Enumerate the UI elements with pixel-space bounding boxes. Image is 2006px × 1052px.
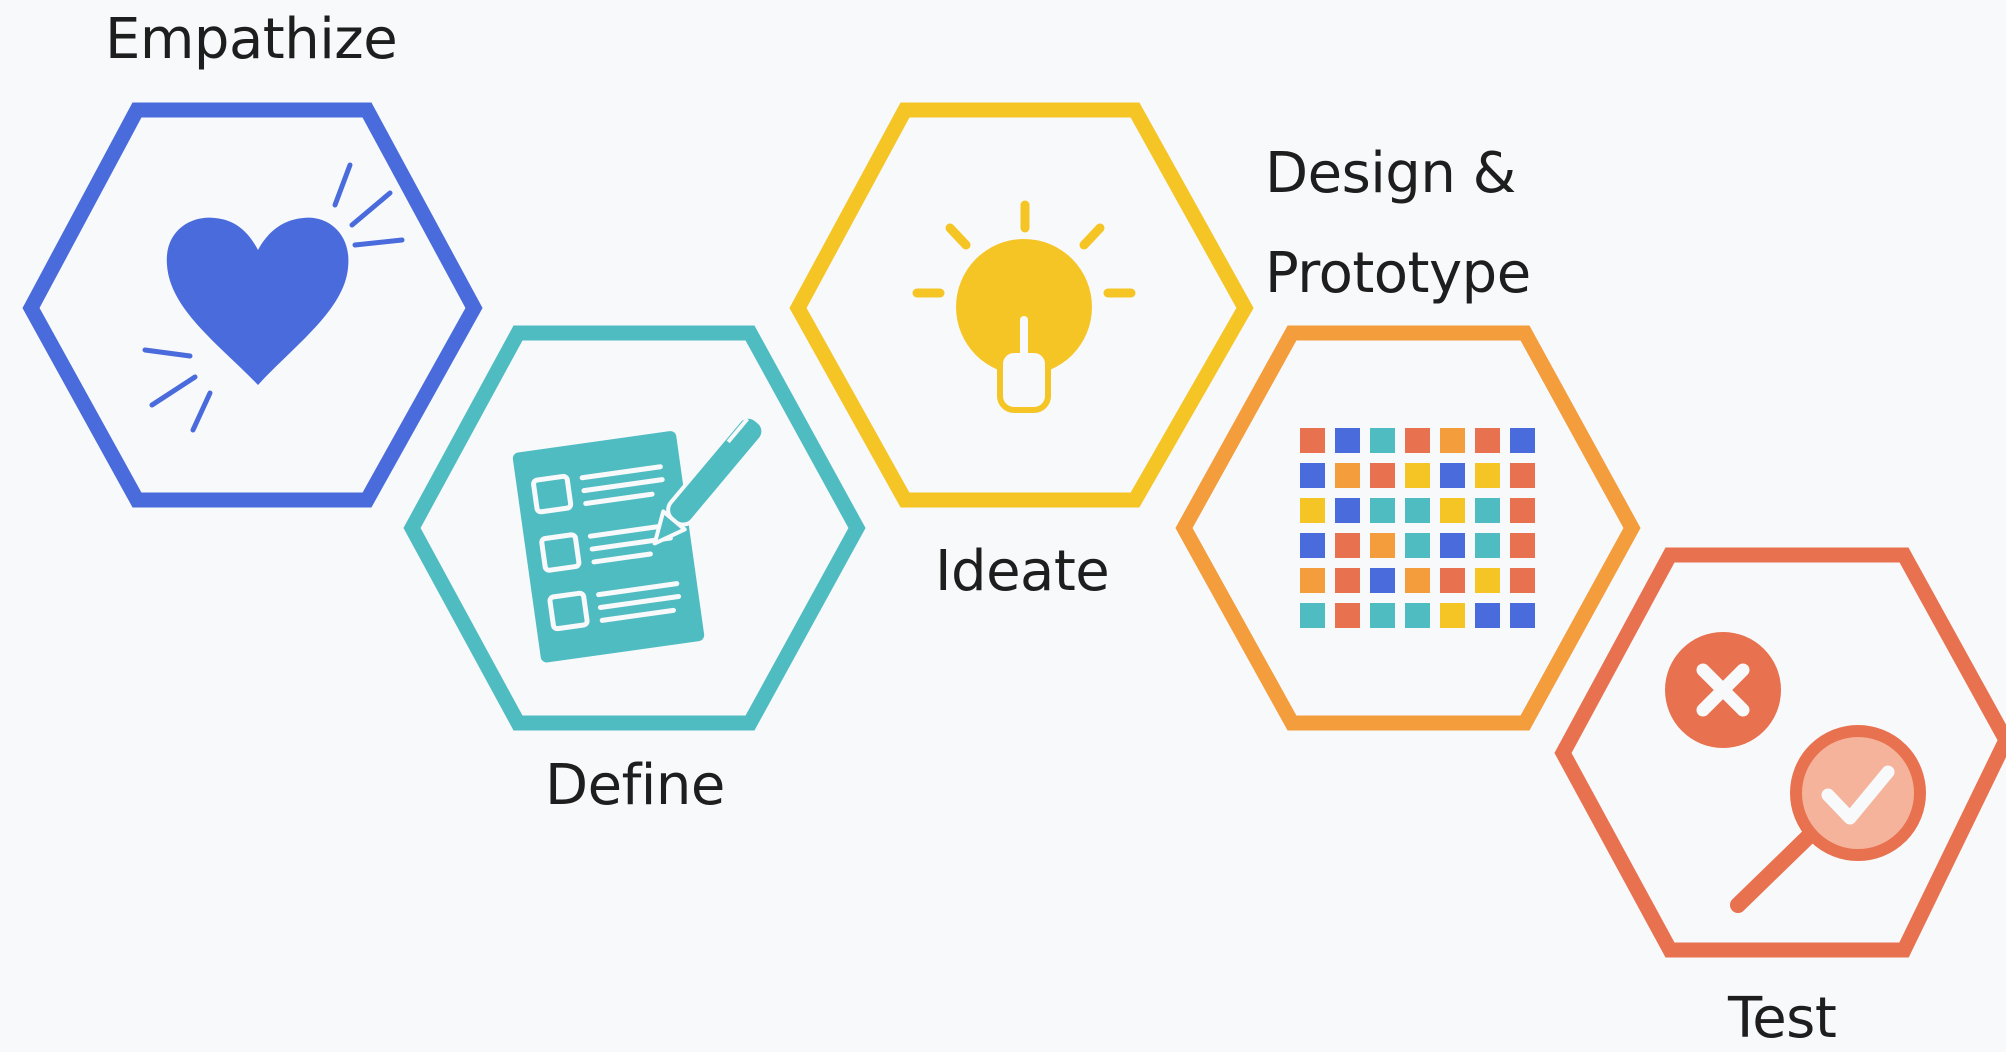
define-label: Define <box>545 753 725 818</box>
color-grid-cell <box>1510 498 1535 523</box>
design-prototype-hexagon <box>1175 325 1641 731</box>
color-grid-cell <box>1335 533 1360 558</box>
color-grid-cell <box>1440 568 1465 593</box>
error-and-verify-magnifier-icon <box>1665 632 1926 913</box>
color-grid-cell <box>1300 533 1325 558</box>
color-grid-cell <box>1335 428 1360 453</box>
color-grid-cell <box>1405 533 1430 558</box>
color-grid-cell <box>1405 498 1430 523</box>
color-grid-cell <box>1510 533 1535 558</box>
design-prototype-label: Design & Prototype <box>1265 124 1531 324</box>
color-grid-cell <box>1405 568 1430 593</box>
error-circle-icon <box>1665 632 1781 748</box>
design-prototype-label-line-1: Design & <box>1265 141 1516 206</box>
test-label: Test <box>1728 986 1837 1051</box>
heart-icon <box>142 162 405 433</box>
empathize-hexagon <box>22 102 483 508</box>
color-grid-cell <box>1405 428 1430 453</box>
color-grid-cell <box>1475 568 1500 593</box>
empathize-label: Empathize <box>105 7 398 72</box>
color-grid-cell <box>1370 603 1395 628</box>
color-grid-cell <box>1510 428 1535 453</box>
ideate-label: Ideate <box>935 539 1110 604</box>
color-grid-cell <box>1475 603 1500 628</box>
color-grid-cell <box>1300 568 1325 593</box>
color-grid-cell <box>1510 603 1535 628</box>
color-grid-cell <box>1475 428 1500 453</box>
color-grid-cell <box>1370 463 1395 488</box>
color-grid-cell <box>1300 463 1325 488</box>
color-grid-cell <box>1475 533 1500 558</box>
color-grid-cell <box>1440 533 1465 558</box>
color-grid-icon <box>1300 428 1535 628</box>
lightbulb-icon <box>912 200 1136 413</box>
magnifier-check-icon <box>1730 725 1926 913</box>
color-grid-cell <box>1335 603 1360 628</box>
color-grid-cell <box>1405 603 1430 628</box>
checklist-pen-icon <box>512 414 766 663</box>
color-grid-cell <box>1300 603 1325 628</box>
color-grid-cell <box>1370 498 1395 523</box>
color-grid-cell <box>1300 428 1325 453</box>
color-grid-cell <box>1510 568 1535 593</box>
color-grid-cell <box>1405 463 1430 488</box>
color-grid-cell <box>1335 498 1360 523</box>
color-grid-cell <box>1510 463 1535 488</box>
color-grid-cell <box>1475 498 1500 523</box>
color-grid-cell <box>1335 463 1360 488</box>
define-hexagon <box>403 325 866 731</box>
color-grid-cell <box>1370 428 1395 453</box>
color-grid-cell <box>1475 463 1500 488</box>
color-grid-cell <box>1440 428 1465 453</box>
color-grid-cell <box>1370 533 1395 558</box>
color-grid-cell <box>1370 568 1395 593</box>
color-grid-cell <box>1440 603 1465 628</box>
color-grid-cell <box>1300 498 1325 523</box>
color-grid-cell <box>1440 498 1465 523</box>
ideate-hexagon <box>789 102 1254 508</box>
color-grid-cell <box>1440 463 1465 488</box>
test-hexagon <box>1554 547 2006 958</box>
design-prototype-label-line-2: Prototype <box>1265 241 1531 306</box>
color-grid-cell <box>1335 568 1360 593</box>
